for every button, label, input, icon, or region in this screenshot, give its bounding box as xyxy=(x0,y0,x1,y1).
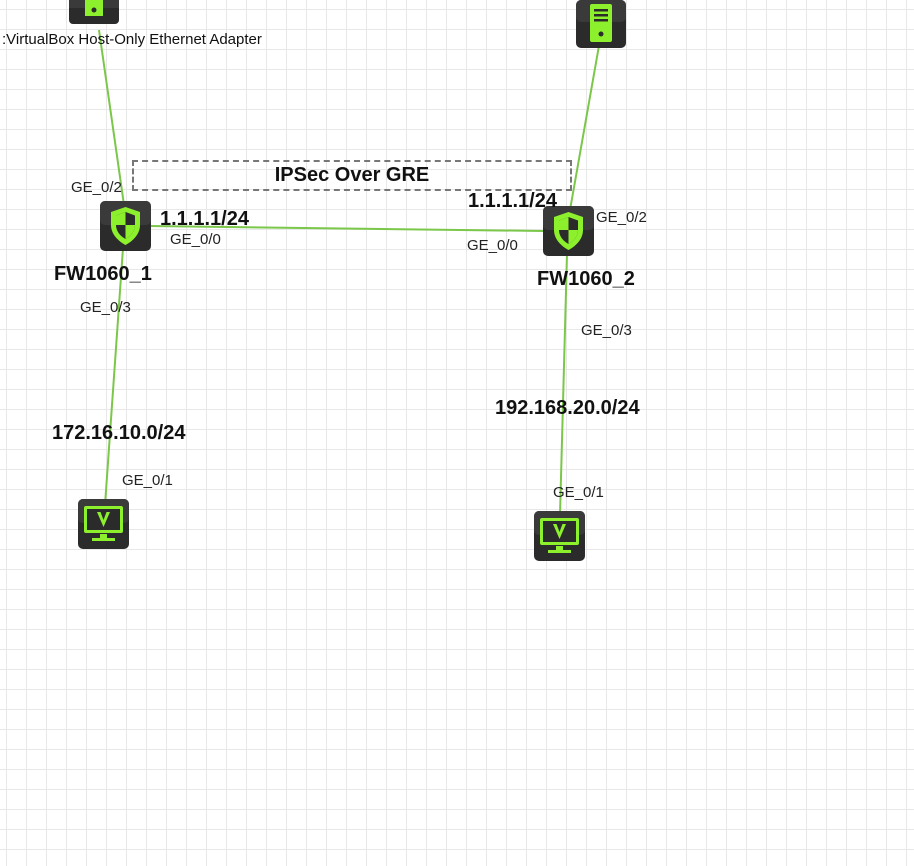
server-device[interactable] xyxy=(576,0,626,48)
fw2-port-ge03: GE_0/3 xyxy=(581,322,632,339)
host-device[interactable] xyxy=(69,0,119,24)
link-fw1-pc-left[interactable] xyxy=(104,247,124,506)
ipsec-gre-tunnel-box[interactable]: IPSec Over GRE xyxy=(132,160,572,191)
links xyxy=(98,29,601,516)
fw2-name-label: FW1060_2 xyxy=(537,268,635,290)
pc-left-port-ge01: GE_0/1 xyxy=(122,472,173,489)
link-fw1-fw2[interactable] xyxy=(149,225,544,232)
fw2-ip-label: 1.1.1.1/24 xyxy=(468,190,557,212)
link-server-fw2[interactable] xyxy=(569,39,601,211)
host-icon xyxy=(69,0,119,24)
pc-right-device[interactable] xyxy=(534,511,585,561)
fw1-ip-label: 1.1.1.1/24 xyxy=(160,208,249,230)
server-icon xyxy=(576,0,626,48)
pc-left-device[interactable] xyxy=(78,499,129,549)
fw2-port-ge00: GE_0/0 xyxy=(467,237,518,254)
fw1-port-ge03: GE_0/3 xyxy=(80,299,131,316)
subnet-right-label: 192.168.20.0/24 xyxy=(495,397,640,419)
fw1-port-ge02: GE_0/2 xyxy=(71,179,122,196)
link-host-fw1[interactable] xyxy=(98,29,125,206)
fw2-device[interactable] xyxy=(543,206,594,256)
fw1-device[interactable] xyxy=(100,201,151,251)
pc-icon xyxy=(78,499,129,549)
firewall-icon xyxy=(100,201,151,251)
fw2-port-ge02: GE_0/2 xyxy=(596,209,647,226)
tunnel-label: IPSec Over GRE xyxy=(274,164,430,186)
firewall-icon xyxy=(543,206,594,256)
pc-icon xyxy=(534,511,585,561)
subnet-left-label: 172.16.10.0/24 xyxy=(52,422,186,444)
host-label: :VirtualBox Host-Only Ethernet Adapter xyxy=(2,31,262,48)
fw1-name-label: FW1060_1 xyxy=(54,263,152,285)
link-fw2-pc-right[interactable] xyxy=(559,253,568,516)
fw1-port-ge00: GE_0/0 xyxy=(170,231,221,248)
pc-right-port-ge01: GE_0/1 xyxy=(553,484,604,501)
